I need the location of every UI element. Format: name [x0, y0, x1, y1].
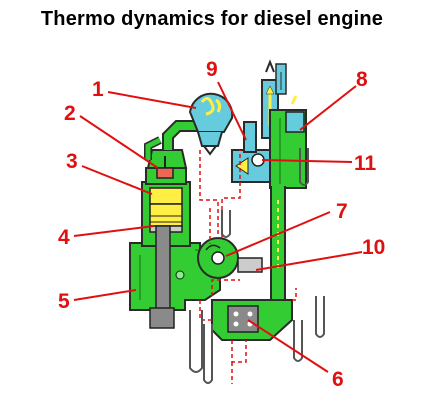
leader-5 [73, 289, 137, 301]
exhaust-pipe [144, 120, 200, 160]
oil-cooler [211, 299, 293, 341]
oil-pump [237, 257, 263, 273]
u-tubes [189, 148, 325, 384]
callout-1: 1 [92, 78, 104, 101]
leader-2 [79, 115, 159, 169]
callout-9: 9 [206, 58, 218, 81]
callout-5: 5 [58, 290, 70, 313]
valve [156, 156, 174, 179]
turbocharger [188, 92, 234, 156]
leader-6 [247, 319, 329, 373]
leader-1 [107, 91, 197, 109]
callout-7: 7 [336, 200, 348, 223]
combustion-chamber [149, 187, 183, 205]
oil-lines [199, 150, 297, 384]
leader-10 [255, 251, 363, 271]
callout-6: 6 [332, 368, 344, 391]
leader-7 [225, 211, 331, 257]
leader-3 [81, 165, 153, 195]
callout-4: 4 [58, 226, 70, 249]
connecting-rod [149, 225, 175, 329]
leader-4 [73, 225, 155, 237]
callout-leaders [73, 81, 363, 373]
diagram-title: Thermo dynamics for diesel engine [40, 8, 384, 30]
callout-11: 11 [354, 152, 377, 175]
water-pump [197, 237, 239, 279]
callout-8: 8 [356, 68, 368, 91]
callout-10: 10 [362, 236, 385, 259]
leader-11 [261, 159, 353, 163]
callout-3: 3 [66, 150, 78, 173]
leader-9 [217, 81, 247, 141]
callout-2: 2 [64, 102, 76, 125]
leader-8 [299, 85, 357, 131]
